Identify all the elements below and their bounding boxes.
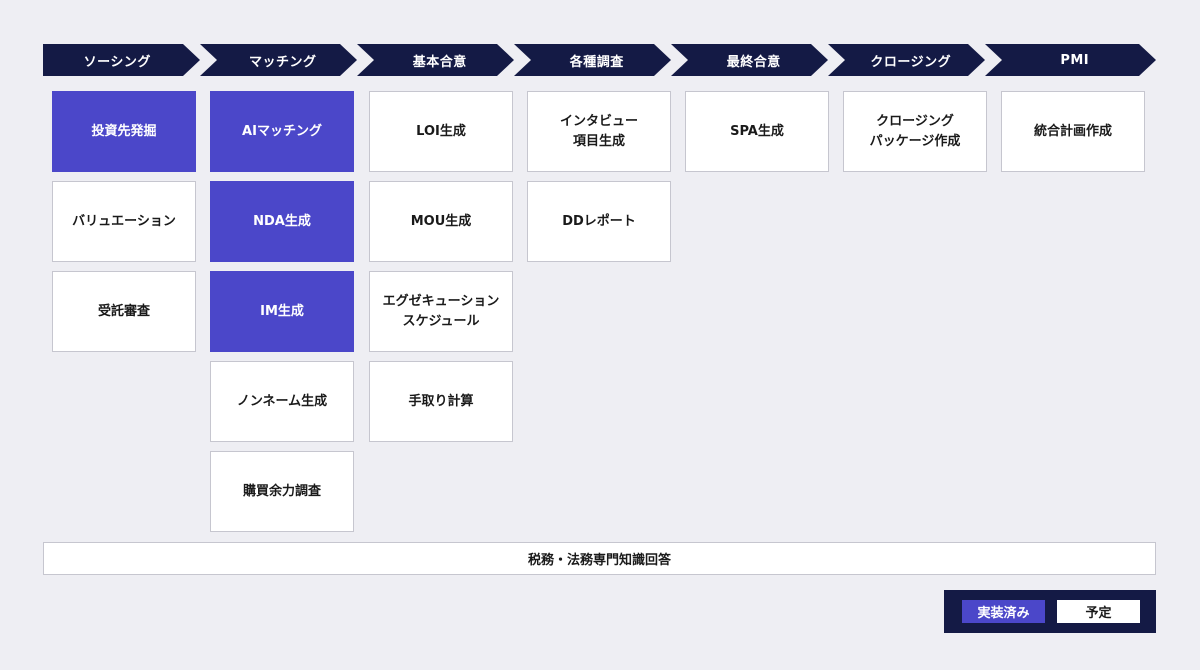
feature-card: バリュエーション bbox=[52, 181, 196, 262]
feature-card: インタビュー 項目生成 bbox=[527, 91, 671, 172]
phase-arrow-5 bbox=[671, 44, 828, 76]
feature-card: 購買余力調査 bbox=[210, 451, 354, 532]
phase-arrow-7 bbox=[985, 44, 1156, 76]
phase-arrow-track bbox=[43, 44, 1156, 76]
feature-card: SPA生成 bbox=[685, 91, 829, 172]
feature-card: 投資先発掘 bbox=[52, 91, 196, 172]
feature-card: IM生成 bbox=[210, 271, 354, 352]
legend-implemented: 実装済み bbox=[962, 600, 1045, 623]
phase-arrow-6 bbox=[828, 44, 985, 76]
feature-card: AIマッチング bbox=[210, 91, 354, 172]
legend-planned-label: 予定 bbox=[1085, 606, 1112, 621]
feature-card: NDA生成 bbox=[210, 181, 354, 262]
feature-card: MOU生成 bbox=[369, 181, 513, 262]
feature-card: クロージング パッケージ作成 bbox=[843, 91, 987, 172]
feature-card: 手取り計算 bbox=[369, 361, 513, 442]
shared-feature-bar: 税務・法務専門知識回答 bbox=[43, 542, 1156, 575]
phase-arrow-4 bbox=[514, 44, 671, 76]
feature-card: DDレポート bbox=[527, 181, 671, 262]
feature-card: 統合計画作成 bbox=[1001, 91, 1145, 172]
phase-arrow-3 bbox=[357, 44, 514, 76]
legend: 実装済み 予定 bbox=[944, 590, 1156, 633]
feature-card: エグゼキューション スケジュール bbox=[369, 271, 513, 352]
legend-implemented-label: 実装済み bbox=[977, 606, 1030, 621]
feature-card: 受託審査 bbox=[52, 271, 196, 352]
phase-arrow-2 bbox=[200, 44, 357, 76]
feature-card: LOI生成 bbox=[369, 91, 513, 172]
shared-feature-label: 税務・法務専門知識回答 bbox=[527, 553, 671, 568]
feature-card: ノンネーム生成 bbox=[210, 361, 354, 442]
phase-arrow-1 bbox=[43, 44, 200, 76]
legend-planned: 予定 bbox=[1057, 600, 1140, 623]
